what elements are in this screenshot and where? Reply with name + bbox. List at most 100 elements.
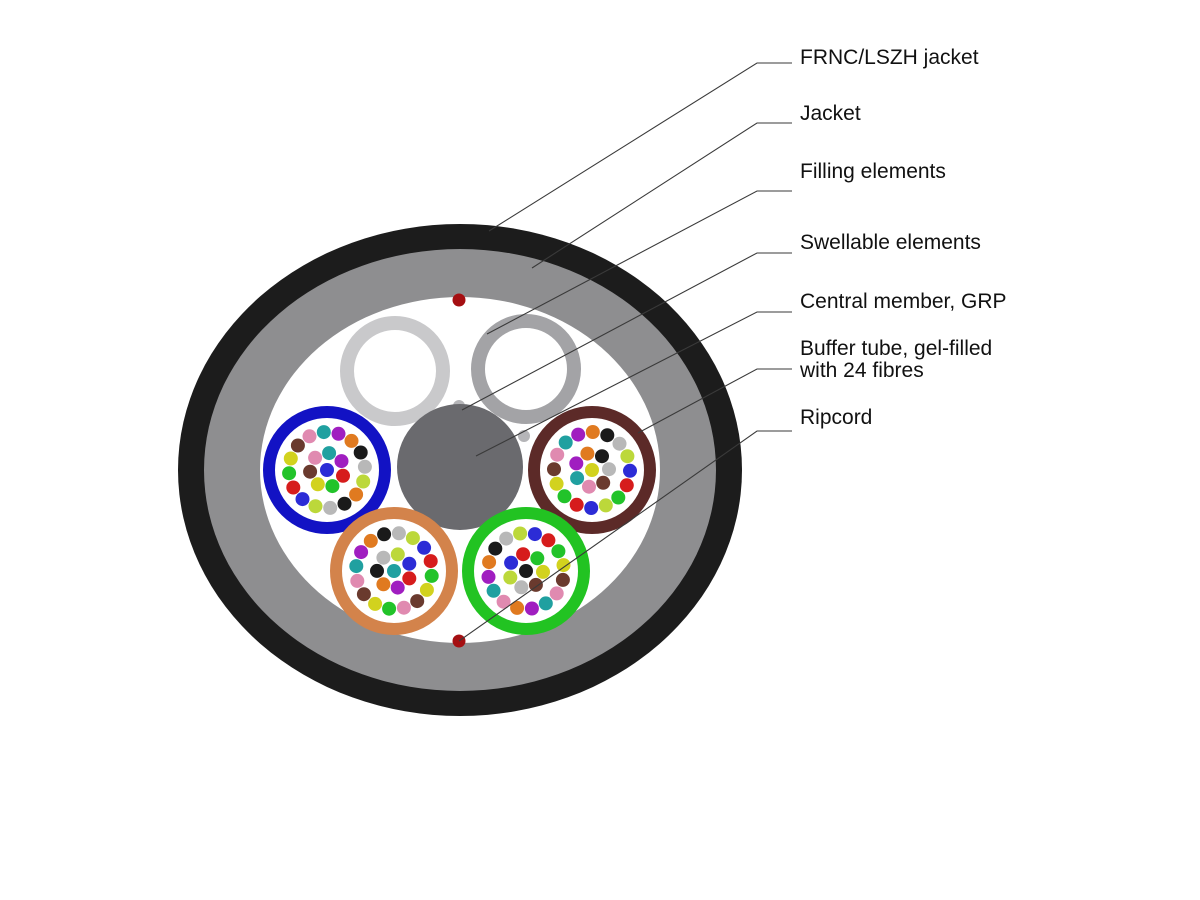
optical-fibre	[396, 600, 411, 615]
leader-jacket	[531, 122, 792, 269]
optical-fibre	[290, 438, 305, 453]
leader-ripcord	[458, 430, 792, 642]
optical-fibre	[377, 527, 392, 542]
optical-fibre	[528, 577, 543, 592]
optical-fibre	[557, 489, 572, 504]
optical-fibre	[536, 564, 550, 579]
optical-fibre	[486, 583, 501, 598]
label-buffer-tube-line1: Buffer tube, gel-filled	[800, 337, 992, 360]
optical-fibre	[417, 540, 432, 555]
optical-fibre	[488, 541, 503, 556]
optical-fibre	[353, 445, 368, 460]
optical-fibre	[356, 587, 371, 602]
optical-fibre	[357, 459, 372, 474]
optical-fibre	[619, 478, 634, 493]
filling-element-left	[340, 316, 450, 426]
optical-fibre	[423, 554, 438, 569]
optical-fibre	[331, 426, 346, 441]
optical-fibre	[334, 454, 349, 469]
optical-fibre	[402, 571, 417, 586]
optical-fibre	[585, 463, 599, 477]
optical-fibre	[376, 550, 391, 565]
optical-fibre	[584, 501, 599, 515]
optical-fibre	[344, 433, 359, 448]
optical-fibre	[387, 564, 401, 578]
optical-fibre	[611, 490, 626, 505]
optical-fibre	[570, 471, 585, 486]
optical-fibre	[596, 475, 611, 490]
optical-fibre	[295, 492, 310, 507]
optical-fibre	[481, 569, 496, 584]
optical-fibre	[602, 462, 616, 477]
optical-fibre	[482, 555, 497, 570]
optical-fibre	[585, 425, 600, 439]
optical-fibre	[337, 496, 352, 511]
optical-fibre	[623, 463, 637, 478]
optical-fibre	[283, 451, 298, 466]
optical-fibre	[402, 556, 417, 571]
optical-fibre	[336, 468, 350, 483]
optical-fibre	[582, 479, 596, 494]
optical-fibre	[310, 477, 325, 492]
optical-fibre	[547, 462, 561, 477]
optical-fibre	[541, 533, 556, 548]
optical-fibre	[325, 479, 340, 494]
optical-fibre	[595, 449, 609, 464]
optical-fibre	[390, 580, 405, 595]
optical-fibre	[370, 563, 384, 578]
optical-fibre	[558, 435, 573, 450]
optical-fibre	[368, 596, 383, 611]
optical-fibre	[510, 600, 525, 615]
optical-fibre	[612, 436, 627, 451]
label-central-member: Central member, GRP	[800, 290, 1007, 313]
optical-fibre	[419, 582, 434, 597]
optical-fibre	[550, 447, 565, 462]
optical-fibre	[323, 500, 338, 515]
optical-fibre	[556, 558, 571, 573]
optical-fibre	[382, 601, 397, 616]
ripcord-top	[452, 293, 466, 307]
optical-fibre	[282, 466, 297, 481]
optical-fibre	[580, 446, 595, 461]
optical-fibre	[499, 531, 514, 546]
leader-filling	[486, 190, 792, 335]
optical-fibre	[349, 487, 364, 502]
optical-fibre	[424, 568, 439, 583]
optical-fibre	[322, 446, 337, 461]
optical-fibre	[308, 499, 323, 514]
label-buffer-tube-line2: with 24 fibres	[799, 359, 924, 382]
optical-fibre	[569, 497, 584, 512]
optical-fibre	[551, 544, 566, 559]
optical-fibre	[598, 498, 613, 513]
optical-fibre	[286, 480, 301, 495]
label-frnc-jacket: FRNC/LSZH jacket	[800, 46, 979, 69]
optical-fibre	[354, 545, 369, 560]
optical-fibre	[363, 533, 378, 548]
optical-fibre	[356, 474, 371, 489]
optical-fibre	[513, 526, 528, 541]
optical-fibre	[390, 547, 405, 562]
optical-fibre	[320, 463, 334, 477]
optical-fibre	[538, 596, 553, 611]
label-ripcord: Ripcord	[800, 406, 872, 429]
optical-fibre	[555, 572, 570, 587]
buffer-tube-blue	[263, 406, 391, 534]
optical-fibre	[620, 449, 635, 464]
optical-fibre	[302, 429, 317, 444]
optical-fibre	[514, 580, 529, 595]
optical-fibre	[527, 527, 542, 542]
optical-fibre	[376, 577, 391, 592]
optical-fibre	[496, 594, 511, 609]
optical-fibre	[571, 427, 586, 442]
buffer-tube-brown	[528, 406, 656, 534]
optical-fibre	[308, 450, 323, 465]
leader-central	[475, 311, 792, 457]
optical-fibre	[316, 425, 331, 440]
buffer-tube-green	[462, 507, 590, 635]
filling-element-right	[471, 314, 581, 424]
optical-fibre	[549, 476, 564, 491]
optical-fibre	[350, 573, 365, 588]
optical-fibre	[549, 586, 564, 601]
optical-fibre	[524, 601, 539, 616]
